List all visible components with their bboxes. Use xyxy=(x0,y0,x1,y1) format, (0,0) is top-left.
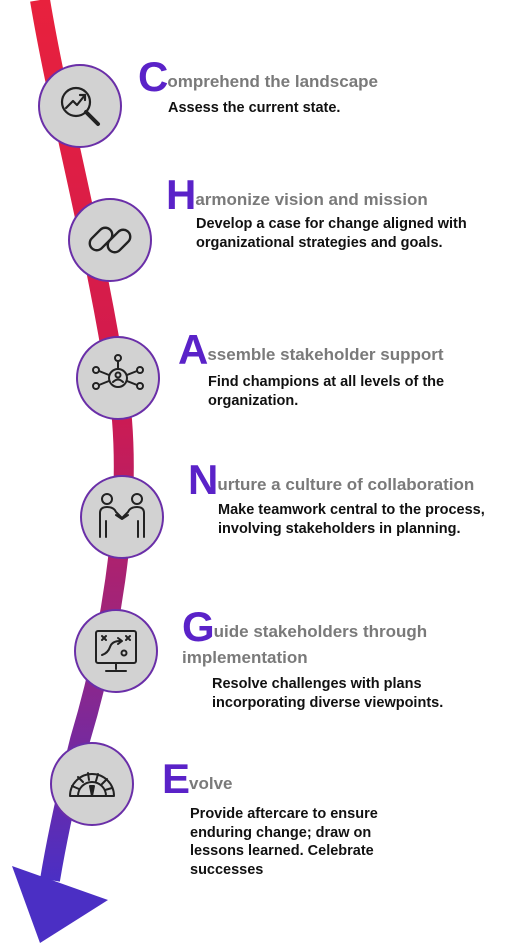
step-description: Find champions at all levels of the orga… xyxy=(208,374,445,409)
step-initial: G xyxy=(182,603,215,650)
step-title: Assemble stakeholder support xyxy=(178,329,444,371)
step-title: Harmonize vision and mission xyxy=(166,174,428,216)
step-title: Nurture a culture of collaboration xyxy=(188,459,474,501)
network-people-icon xyxy=(92,354,144,390)
handshake-people-icon xyxy=(99,493,145,538)
step-icon-circle xyxy=(76,336,160,420)
gauge-icon xyxy=(69,772,115,797)
step-icon-circle xyxy=(74,609,158,693)
step-description: Develop a case for change aligned with o… xyxy=(196,216,467,251)
step-icon-circle xyxy=(38,64,122,148)
step-title-rest: ssemble stakeholder support xyxy=(207,345,444,364)
step-initial: E xyxy=(162,755,190,802)
step-title-rest: volve xyxy=(189,774,233,793)
magnifier-chart-icon xyxy=(60,86,100,126)
chain-link-icon xyxy=(88,226,132,254)
step-title: Comprehend the landscape xyxy=(138,56,378,98)
step-title-rest: omprehend the landscape xyxy=(167,72,379,91)
step-title: Evolve xyxy=(162,758,233,800)
arrow-head xyxy=(12,866,108,943)
step-initial: N xyxy=(188,456,218,503)
strategy-board-icon xyxy=(95,630,137,672)
step-description: Make teamwork central to the process, in… xyxy=(218,502,485,537)
step-title-rest: urture a culture of collaboration xyxy=(217,475,475,494)
step-title-rest: armonize vision and mission xyxy=(195,190,428,209)
step-initial: H xyxy=(166,171,196,218)
step-icon-circle xyxy=(68,198,152,282)
step-icon-circle xyxy=(80,475,164,559)
step-initial: C xyxy=(138,53,168,100)
step-description: Resolve challenges with plans incorporat… xyxy=(212,676,444,711)
step-title: Guide stakeholders through implementatio… xyxy=(182,606,482,668)
step-icon-circle xyxy=(50,742,134,826)
step-description: Assess the current state. xyxy=(168,100,341,116)
step-description: Provide aftercare to ensure enduring cha… xyxy=(190,806,378,878)
step-initial: A xyxy=(178,326,208,373)
step-title-rest: uide stakeholders through implementation xyxy=(182,622,428,667)
